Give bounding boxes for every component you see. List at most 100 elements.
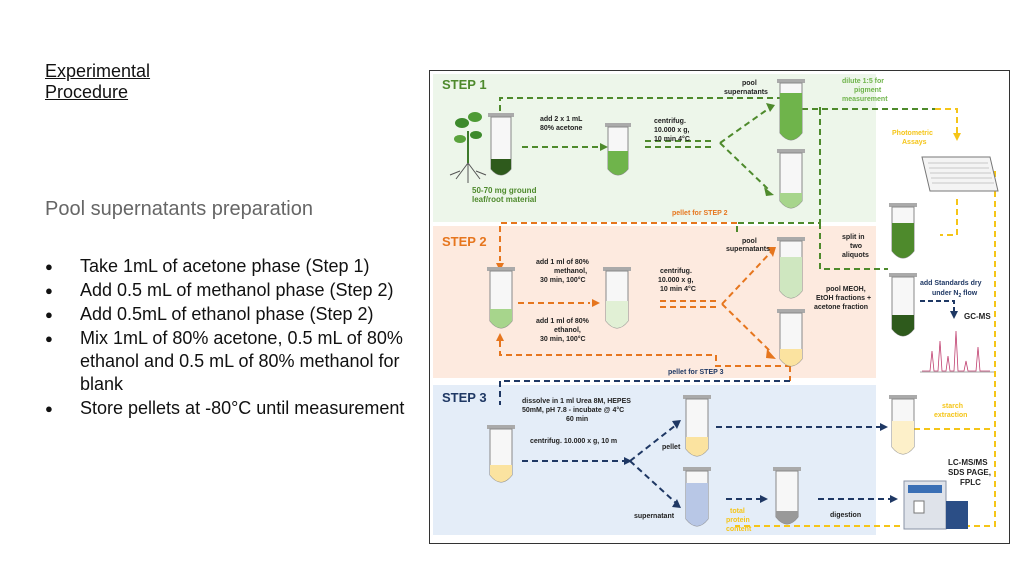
- arrow-head: [953, 133, 961, 141]
- add-etoh-3: 30 min, 100°C: [540, 335, 586, 343]
- lcms-2: SDS PAGE,: [948, 468, 991, 477]
- arrow-head: [624, 457, 632, 465]
- bullet-item: Add 0.5mL of ethanol phase (Step 2): [45, 303, 415, 326]
- slide-subtitle: Pool supernatants preparation: [45, 198, 313, 220]
- tube-step2-pellet-yellow: [777, 309, 805, 367]
- slide-title: Experimental Procedure: [45, 61, 150, 103]
- pool1-1: pool: [742, 80, 757, 87]
- slide-title-line1: Experimental: [45, 61, 151, 81]
- arrow-head: [950, 311, 958, 319]
- dissolve-3: 60 min: [566, 416, 588, 423]
- add-acetone-2: 80% acetone: [540, 125, 583, 132]
- step3-label: STEP 3: [442, 390, 487, 405]
- bullet-item: Mix 1mL of 80% acetone, 0.5 mL of 80% et…: [45, 327, 415, 396]
- tube-step1-sample: [488, 113, 514, 176]
- tube-step3-pellet: [683, 395, 711, 457]
- tube-step3-sample: [487, 425, 515, 483]
- photometric-2: Assays: [902, 139, 927, 146]
- standards-2: under N2 flow: [932, 290, 978, 299]
- bullet-item: Take 1mL of acetone phase (Step 1): [45, 255, 415, 278]
- add-etoh-1: add 1 ml of 80%: [536, 318, 590, 325]
- split-1: split in: [842, 234, 865, 241]
- add-meoh-3: 30 min, 100°C: [540, 276, 586, 284]
- gcms-arrow: [920, 300, 955, 311]
- arrow-head: [767, 247, 776, 257]
- step2-arrows: [499, 222, 791, 381]
- mass-spectrometer-icon: [903, 480, 968, 530]
- tube-step3-supernatant: [683, 467, 711, 527]
- poolmix-3: acetone fraction: [814, 304, 868, 311]
- standards-2a: under N: [932, 290, 958, 297]
- bullet-list: Take 1mL of acetone phase (Step 1) Add 0…: [45, 255, 415, 421]
- standards-sub: 2: [958, 293, 961, 299]
- starch-2: extraction: [934, 412, 967, 419]
- bullet-item: Add 0.5 mL of methanol phase (Step 2): [45, 279, 415, 302]
- dilute-1: dilute 1:5 for: [842, 78, 884, 85]
- add-etoh-2: ethanol,: [554, 327, 581, 334]
- step3-arrows: [499, 380, 890, 504]
- starch-1: starch: [942, 403, 963, 410]
- arrow-head: [600, 143, 608, 151]
- lcms-1: LC-MS/MS: [948, 458, 988, 467]
- centri2-2: 10.000 x g,: [658, 277, 693, 284]
- tube-split-upper: [889, 203, 917, 259]
- tube-starch: [889, 395, 917, 455]
- arrow-head: [764, 187, 774, 196]
- centri2-1: centrifug.: [660, 268, 692, 275]
- arrow-head: [890, 495, 898, 503]
- dilute-3: measurement: [842, 96, 888, 103]
- centri1-2: 10.000 x g,: [654, 127, 689, 134]
- sample-label-2: leaf/root material: [472, 195, 536, 204]
- supernatant-label: supernatant: [634, 513, 675, 520]
- add-meoh-2: methanol,: [554, 268, 587, 275]
- tube-step2-pellet: [487, 267, 515, 329]
- pellet-step2-label: pellet for STEP 2: [672, 210, 728, 217]
- gcms-label: GC-MS: [964, 312, 991, 321]
- total-3: content: [726, 526, 752, 533]
- add-acetone-1: add 2 x 1 mL: [540, 116, 583, 123]
- poolmix-1: pool MEOH,: [826, 286, 866, 293]
- standards-2b: flow: [961, 290, 977, 297]
- slide-title-line2: Procedure: [45, 82, 129, 102]
- microplate-icon: [921, 156, 999, 192]
- dilute-2: pigment: [854, 87, 882, 94]
- tube-step1-extract: [605, 123, 631, 176]
- tube-step2-supernatant: [777, 237, 805, 299]
- bullet-item: Store pellets at -80°C until measurement: [45, 397, 415, 420]
- tube-step3-digest: [773, 467, 801, 525]
- arrow-head: [766, 103, 775, 112]
- arrow-head: [672, 420, 681, 429]
- arrow-head: [880, 423, 888, 431]
- tube-step1-supernatant: [777, 79, 805, 141]
- lcms-3: FPLC: [960, 478, 981, 487]
- add-meoh-1: add 1 ml of 80%: [536, 259, 590, 266]
- tube-step2-extract: [603, 267, 631, 329]
- workflow-svg: STEP 1 STEP 2 STEP 3 50-70 mg ground lea…: [433, 74, 999, 535]
- assay-arrows: [735, 108, 996, 527]
- dissolve-2: 50mM, pH 7.8 - incubate @ 4°C: [522, 406, 624, 414]
- sample-label-1: 50-70 mg ground: [472, 186, 537, 195]
- split-2: two: [850, 243, 862, 250]
- pool2-2: supernatants: [726, 246, 770, 253]
- total-2: protein: [726, 517, 750, 524]
- chromatogram-icon: [922, 330, 990, 372]
- standards-1: add Standards dry: [920, 280, 982, 287]
- step1-label: STEP 1: [442, 77, 487, 92]
- arrow-head: [496, 333, 504, 341]
- plant-icon: [449, 112, 487, 183]
- total-1: total: [730, 508, 745, 515]
- split-arrows: [819, 223, 888, 270]
- photometric-1: Photometric: [892, 130, 933, 137]
- split-3: aliquots: [842, 252, 869, 259]
- arrow-head: [766, 349, 776, 359]
- centri1-3: 10 min 4°C: [654, 135, 690, 143]
- workflow-diagram: STEP 1 STEP 2 STEP 3 50-70 mg ground lea…: [429, 70, 1010, 544]
- poolmix-2: EtOH fractions +: [816, 295, 871, 302]
- step2-label: STEP 2: [442, 234, 487, 249]
- tube-step1-pellet: [777, 149, 805, 209]
- digestion-label: digestion: [830, 512, 861, 519]
- pellet-step3-label: pellet for STEP 3: [668, 369, 724, 376]
- arrow-head: [592, 299, 600, 307]
- tube-split-lower: [889, 273, 917, 337]
- centri3: centrifug. 10.000 x g, 10 m: [530, 438, 617, 445]
